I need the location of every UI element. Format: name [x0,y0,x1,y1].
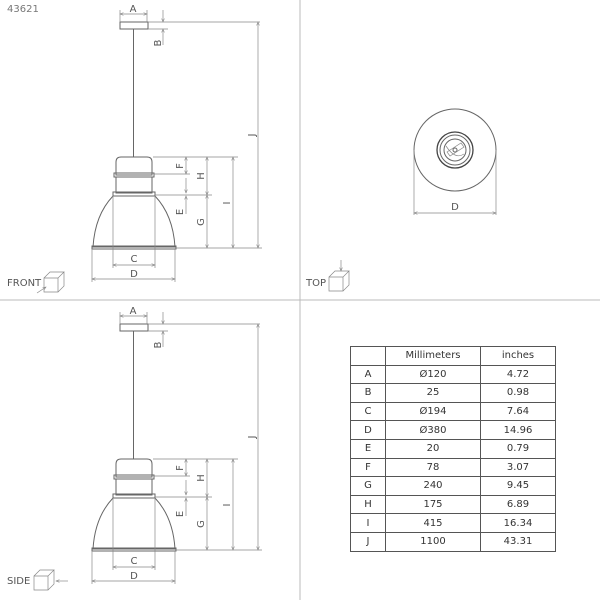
dimension-key: J [350,531,386,552]
dimension-key: H [350,494,386,515]
front-view: A B C D E F G H I J FRONT [7,4,262,294]
dim-label-i: I [222,504,233,507]
dim-label-a: A [130,4,137,15]
millimeters-cell: 240 [385,476,481,496]
inches-cell: 4.72 [480,364,556,385]
front-cube-icon [36,271,65,294]
dim-label-j: J [247,134,258,138]
dim-label-e: E [175,511,186,517]
dim-label-g: G [196,520,207,528]
dim-label-a: A [130,306,137,317]
inches-cell: 14.96 [480,420,556,440]
dim-label-d: D [130,269,138,280]
view-label-top: TOP [305,278,326,289]
millimeters-cell: 25 [385,383,481,403]
dimension-key [350,346,386,366]
millimeters-cell: Millimeters [385,346,481,366]
dim-label-g: G [196,218,207,226]
dim-label-d: D [451,202,459,213]
millimeters-cell: Ø380 [385,420,481,440]
dim-label-h: H [196,474,207,482]
dim-label-f: F [175,465,186,471]
dimension-key: G [350,476,386,496]
inches-cell: 3.07 [480,457,556,478]
millimeters-cell: 175 [385,494,481,515]
inches-cell: 9.45 [480,476,556,496]
dimension-key: D [350,420,386,440]
dim-label-f: F [175,163,186,169]
inches-cell: 7.64 [480,401,556,422]
inches-cell: 43.31 [480,531,556,552]
dimension-key: C [350,401,386,422]
top-view: D TOP [305,108,497,292]
inches-cell: inches [480,346,556,366]
dim-label-h: H [196,172,207,180]
view-label-side: SIDE [7,576,30,587]
view-label-front: FRONT [7,278,42,289]
side-cube-icon [33,569,68,591]
inches-cell: 0.79 [480,438,556,459]
dim-label-c: C [131,556,138,567]
millimeters-cell: Ø120 [385,364,481,385]
dimension-key: F [350,457,386,478]
dim-label-i: I [222,202,233,205]
millimeters-cell: 78 [385,457,481,478]
dim-label-b: B [153,39,164,46]
dim-label-d: D [130,571,138,582]
product-code: 43621 [7,4,39,15]
millimeters-cell: 415 [385,513,481,533]
millimeters-cell: Ø194 [385,401,481,422]
inches-cell: 16.34 [480,513,556,533]
dimension-key: B [350,383,386,403]
dimension-key: E [350,438,386,459]
shade-outline [413,108,497,192]
millimeters-cell: 1100 [385,531,481,552]
dimension-key: A [350,364,386,385]
dim-label-b: B [153,341,164,348]
dimension-key: I [350,513,386,533]
inches-cell: 6.89 [480,494,556,515]
inches-cell: 0.98 [480,383,556,403]
dim-label-c: C [131,254,138,265]
dim-label-e: E [175,209,186,215]
dim-label-j: J [247,436,258,440]
top-cube-icon [328,260,350,292]
millimeters-cell: 20 [385,438,481,459]
side-view: A B C D E F G H I J SIDE [7,306,262,591]
